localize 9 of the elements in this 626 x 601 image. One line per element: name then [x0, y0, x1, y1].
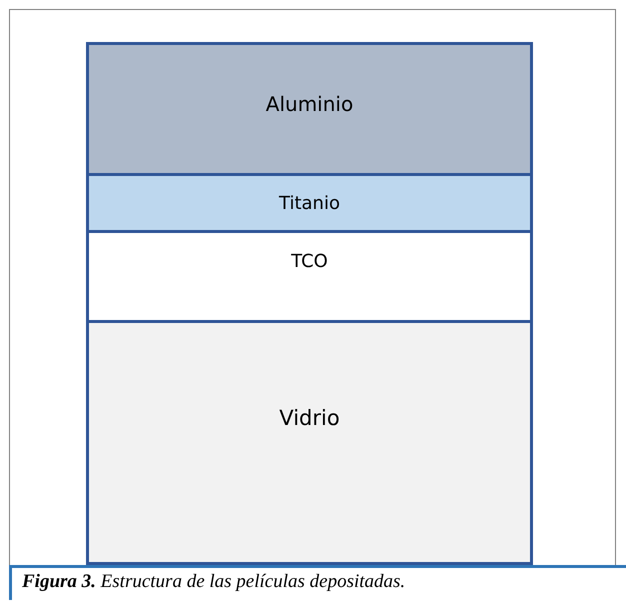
layer-label: TCO: [291, 251, 328, 272]
layer-band: [86, 42, 533, 176]
layer-band: [86, 173, 533, 233]
layer-label: Aluminio: [266, 92, 354, 116]
layer-label: Vidrio: [279, 406, 340, 430]
layer-label: Titanio: [279, 192, 340, 214]
layer-band: [86, 230, 533, 323]
layer-band: [86, 320, 533, 565]
figure-caption: Figura 3. Estructura de las películas depositadas.: [9, 565, 626, 600]
